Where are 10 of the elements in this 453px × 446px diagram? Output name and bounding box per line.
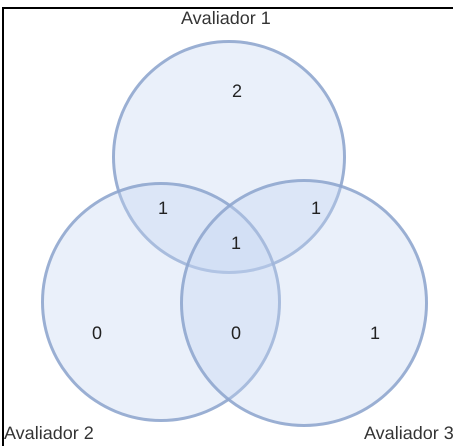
region-count: 0 bbox=[231, 324, 241, 342]
set-label: Avaliador 3 bbox=[364, 424, 453, 442]
set-label: Avaliador 2 bbox=[4, 424, 94, 442]
region-count: 1 bbox=[231, 234, 241, 252]
region-count: 0 bbox=[92, 324, 102, 342]
region-count: 2 bbox=[232, 82, 242, 100]
region-count: 1 bbox=[311, 199, 321, 217]
set-label: Avaliador 1 bbox=[181, 9, 271, 27]
region-count: 1 bbox=[370, 324, 380, 342]
region-count: 1 bbox=[158, 199, 168, 217]
